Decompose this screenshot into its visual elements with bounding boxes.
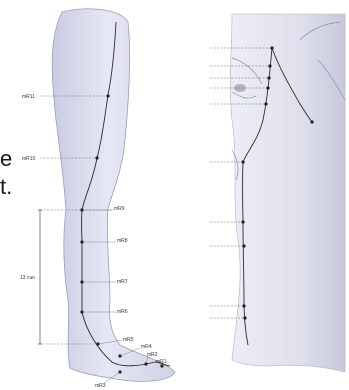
- dimension-bracket: [38, 210, 42, 344]
- label-mr8: mR8: [117, 238, 128, 244]
- label-mr4: mR4: [141, 344, 152, 350]
- point-mr11: [106, 94, 109, 97]
- label-mr7: mR7: [117, 279, 128, 285]
- label-mr10: mR10: [22, 156, 36, 162]
- label-mr5: mR5: [123, 337, 134, 343]
- dimension-label: 13 cun: [20, 275, 35, 281]
- label-mr11: mR11: [22, 94, 35, 100]
- label-mr6: mR6: [117, 309, 128, 315]
- torso-silhouette: [230, 14, 345, 372]
- label-mr1: mR1: [156, 359, 167, 365]
- leg-silhouette: [52, 9, 175, 382]
- point-mr10: [95, 156, 98, 159]
- label-mr2: mR2: [147, 352, 158, 358]
- label-mr9: mR9: [114, 206, 125, 212]
- label-mr3: mR3: [95, 383, 106, 389]
